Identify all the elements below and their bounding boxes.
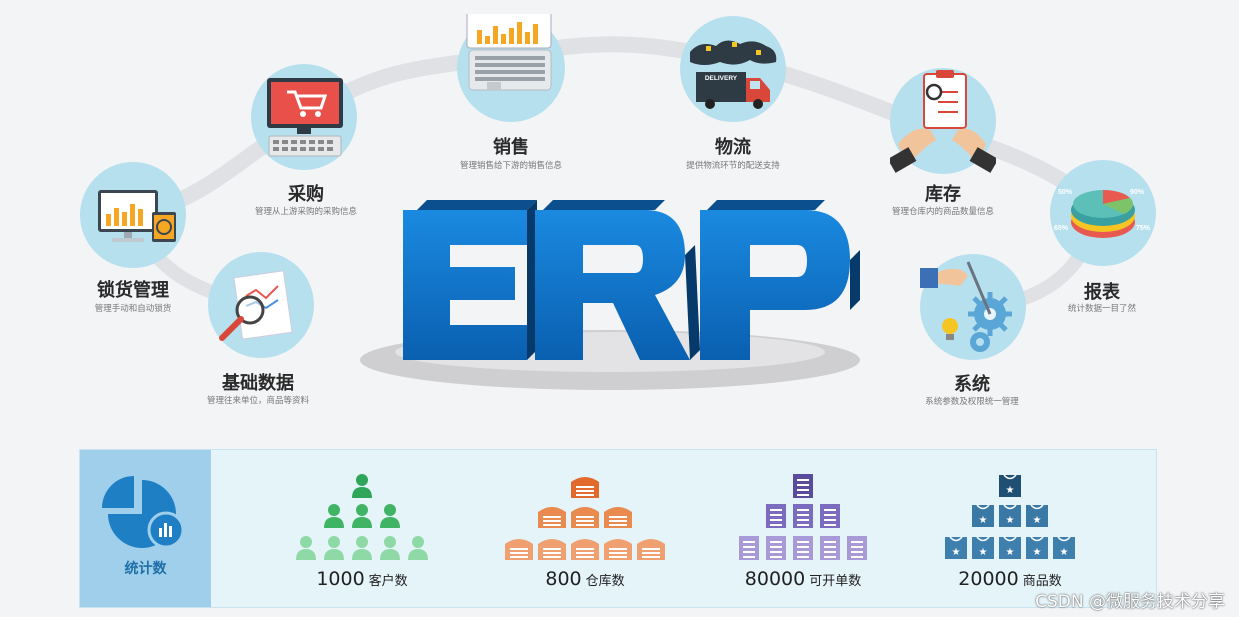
people-pyramid-icon [296, 474, 428, 560]
truck-label: DELIVERY [705, 75, 738, 82]
module-system-desc: 系统参数及权限统一管理 [925, 397, 1019, 407]
stats-side: 统计数 [80, 450, 211, 607]
svg-text:★: ★ [952, 547, 961, 558]
stats-pie-icon [102, 476, 185, 549]
stat-warehouses-value: 800 [545, 568, 582, 590]
module-inventory-desc: 管理仓库内的商品数量信息 [891, 207, 995, 217]
module-logistics-circle: DELIVERY [680, 16, 786, 122]
module-report-desc: 统计数据一目了然 [1067, 304, 1137, 314]
svg-text:★: ★ [1006, 485, 1015, 496]
watermark: CSDN @微服务技术分享 [1035, 592, 1225, 612]
gears-icon [912, 261, 1012, 352]
svg-text:★: ★ [1060, 547, 1069, 558]
svg-text:★: ★ [979, 515, 988, 526]
module-purchase-circle [251, 64, 357, 170]
stat-products-label: 商品数 [1022, 574, 1062, 589]
module-basic-desc: 管理往来单位，商品等资料 [206, 396, 310, 406]
module-logistics-desc: 提供物流环节的配送支持 [686, 161, 780, 171]
clipboard-magnifier-icon [887, 70, 999, 173]
module-report-title: 报表 [1084, 282, 1120, 303]
module-lock-circle [80, 162, 186, 268]
pie-chart-icon: 50% 90% 65% 75% [1054, 189, 1151, 238]
svg-text:★: ★ [1033, 515, 1042, 526]
module-basic-circle [208, 252, 314, 358]
letter-p [700, 200, 860, 360]
letter-r [535, 200, 700, 360]
letter-e [403, 200, 537, 360]
module-purchase-title: 采购 [288, 184, 324, 205]
module-lock-title: 锁货管理 [97, 280, 169, 301]
report-pct-4: 75% [1136, 225, 1151, 232]
svg-text:★: ★ [1006, 515, 1015, 526]
svg-text:★: ★ [1033, 547, 1042, 558]
stat-orders-label: 可开单数 [809, 574, 862, 589]
delivery-truck-icon: DELIVERY [690, 40, 777, 109]
chart-monitor-icon [98, 190, 176, 242]
report-pct-2: 90% [1130, 189, 1145, 196]
product-box-pyramid-icon: ★ ★ ★ ★ ★ ★ ★ ★ ★ [945, 474, 1075, 559]
stat-warehouses-label: 仓库数 [585, 574, 625, 589]
stat-products-value: 20000 [958, 568, 1019, 590]
module-logistics-title: 物流 [715, 137, 751, 158]
module-system-circle [912, 254, 1026, 360]
stat-customers-label: 客户数 [368, 574, 408, 589]
module-sales-desc: 管理销售给下游的销售信息 [459, 161, 563, 171]
magnifier-report-icon [219, 270, 293, 341]
stat-orders-value: 80000 [744, 568, 806, 590]
erp-logo [403, 200, 860, 360]
module-report-circle: 50% 90% 65% 75% [1050, 160, 1156, 266]
stats-side-label: 统计数 [124, 561, 167, 577]
svg-text:★: ★ [979, 547, 988, 558]
module-inventory-circle [887, 68, 999, 174]
warehouse-pyramid-icon [505, 477, 665, 560]
module-basic-title: 基础数据 [222, 373, 294, 394]
shopping-cart-computer-icon [267, 78, 343, 157]
report-pct-3: 65% [1054, 225, 1069, 232]
module-system-title: 系统 [954, 374, 990, 395]
stat-customers-value: 1000 [316, 568, 365, 590]
module-sales-circle [457, 11, 565, 122]
document-pyramid-icon [739, 474, 867, 560]
module-lock-desc: 管理手动和自动锁货 [94, 304, 172, 314]
svg-text:★: ★ [1006, 547, 1015, 558]
laptop-chart-icon [466, 11, 552, 91]
module-inventory-title: 库存 [925, 184, 961, 205]
report-pct-1: 50% [1058, 189, 1073, 196]
module-sales-title: 销售 [493, 137, 529, 158]
module-purchase-desc: 管理从上游采购的采购信息 [254, 207, 358, 217]
